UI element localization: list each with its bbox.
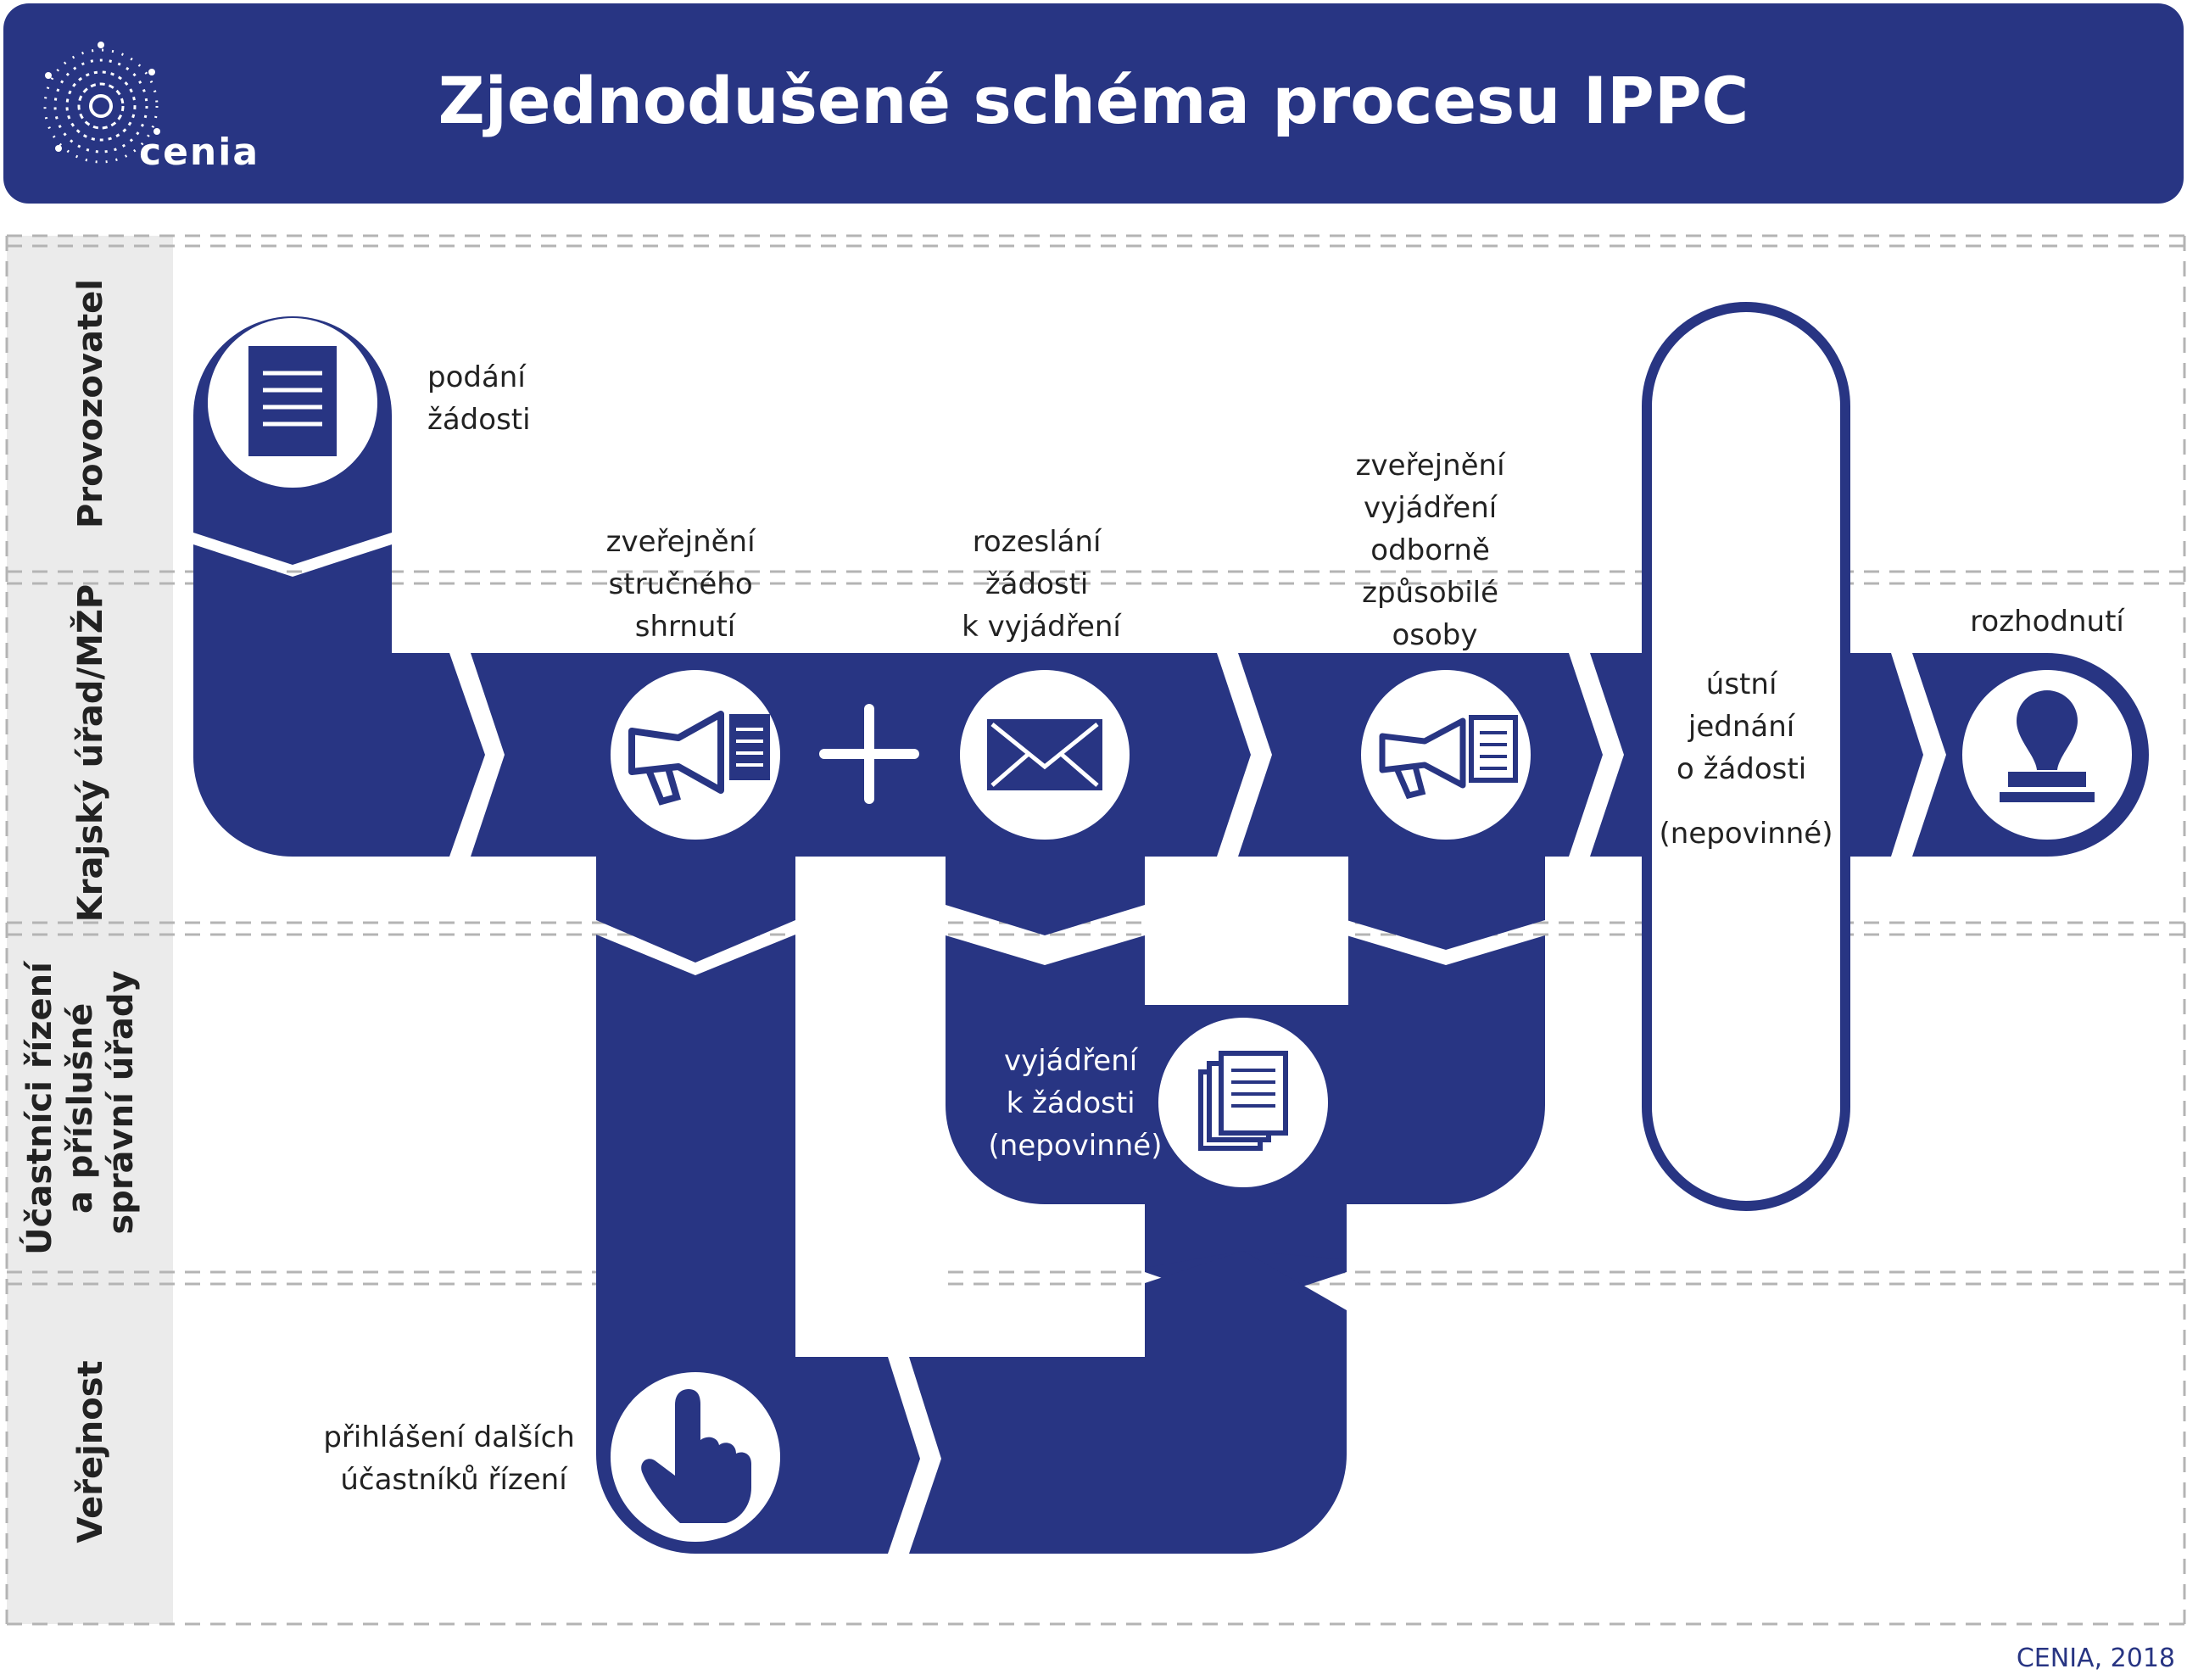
registration-band	[909, 1357, 1347, 1554]
plus-icon	[819, 704, 919, 804]
label-summary: zveřejnění stručného shrnutí	[606, 525, 765, 644]
statement-drop	[1145, 1204, 1347, 1268]
lane-label-public: Veřejnost	[71, 1360, 110, 1543]
hearing-pill	[1642, 302, 1850, 1211]
distribution-drop-top	[946, 857, 1145, 935]
brand-name: cenia	[139, 131, 260, 174]
label-application: podání žádosti	[427, 360, 535, 437]
stamp-icon	[1962, 670, 2132, 840]
label-statement: vyjádření k žádosti (nepovinné)	[989, 1044, 1163, 1163]
gap-1	[1145, 857, 1348, 1005]
header-banner: cenia Zjednodušené schéma procesu IPPC	[3, 3, 2184, 204]
flow-shapes	[193, 316, 2149, 1554]
document-icon	[208, 318, 377, 488]
cenia-logo	[43, 42, 160, 164]
lane-label-authority: Krajský úřad/MŽP	[70, 584, 110, 922]
authority-band-3	[1590, 653, 1649, 857]
megaphone-icon	[1361, 670, 1531, 840]
envelope-icon	[960, 670, 1130, 840]
documents-stack-icon	[1158, 1018, 1328, 1187]
lane-label-area	[7, 236, 173, 1624]
pointing-hand-icon	[611, 1372, 780, 1542]
label-registration: přihlášení dalších účastníků řízení	[323, 1420, 583, 1497]
expert-drop-top	[1347, 857, 1545, 950]
gap-2	[795, 857, 946, 1357]
summary-drop-top	[596, 857, 795, 963]
lane-label-operator: Provozovatel	[71, 279, 110, 528]
source-credit: CENIA, 2018	[2016, 1644, 2175, 1673]
megaphone-icon	[611, 670, 780, 840]
label-decision: rozhodnutí	[1970, 605, 2125, 639]
application-connector	[193, 544, 485, 857]
label-hearing: ústní jednání o žádosti (nepovinné)	[1660, 667, 1833, 851]
label-distribution: rozeslání žádosti k vyjádření	[962, 525, 1122, 644]
label-expert-opinion: zveřejnění vyjádření odborně způsobilé o…	[1356, 449, 1515, 652]
authority-band-4	[1844, 653, 1923, 857]
lane-label-participants: Účastníci řízení a příslušné správní úřa…	[19, 950, 141, 1255]
statement-connector	[1145, 1251, 1347, 1357]
page-title: Zjednodušené schéma procesu IPPC	[438, 63, 1749, 138]
